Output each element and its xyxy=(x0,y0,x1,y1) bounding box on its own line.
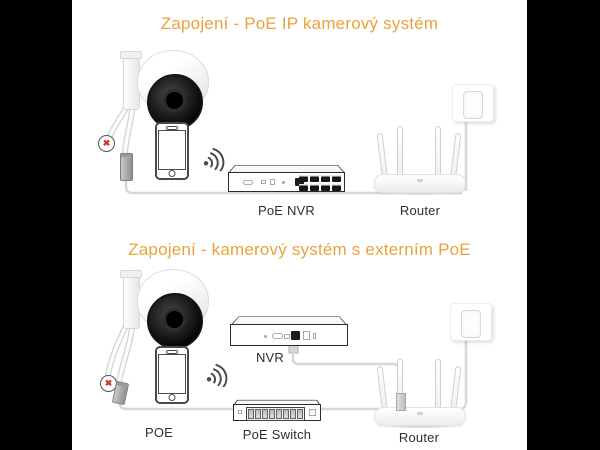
poe-nvr-device xyxy=(228,160,345,192)
external-poe-system-section: Zapojení - kamerový systém s externím Po… xyxy=(72,225,527,450)
poe-ip-system-section: Zapojení - PoE IP kamerový systém ✖ xyxy=(72,0,527,225)
wifi-signal-icon xyxy=(206,363,228,387)
poe-port-block xyxy=(299,175,341,191)
switch-port xyxy=(283,409,289,419)
no-power-icon: ✖ xyxy=(98,135,115,152)
router-antenna xyxy=(376,365,388,412)
ptz-camera-icon xyxy=(113,269,213,361)
diagram-content: Zapojení - PoE IP kamerový systém ✖ xyxy=(72,0,527,450)
camera-bracket xyxy=(120,51,142,110)
router-lan-connector xyxy=(396,393,406,411)
vga-port-icon xyxy=(272,333,283,339)
nvr-front-panel xyxy=(230,324,348,346)
smartphone-icon xyxy=(155,346,189,404)
router-antenna xyxy=(435,359,441,411)
router-antenna xyxy=(376,132,388,179)
router-led xyxy=(417,179,423,182)
ptz-camera-icon xyxy=(113,50,213,142)
router-label: Router xyxy=(399,203,441,218)
nvr-front-panel xyxy=(228,172,345,192)
outlet-socket xyxy=(461,310,481,338)
router-antenna xyxy=(450,132,462,179)
phone-screen xyxy=(158,130,186,170)
switch-port xyxy=(290,409,296,419)
phone-speaker xyxy=(166,126,178,130)
vga-port-icon xyxy=(243,180,253,185)
section-title: Zapojení - kamerový systém s externím Po… xyxy=(128,240,471,259)
rj45-port xyxy=(299,175,308,182)
switch-port-block xyxy=(246,407,305,421)
power-port-icon xyxy=(313,333,316,339)
router-antenna xyxy=(450,365,462,412)
phone-home-button xyxy=(168,393,176,401)
switch-port xyxy=(297,409,303,419)
usb-port-icon xyxy=(284,334,290,339)
outlet-socket xyxy=(463,91,483,119)
phone-screen xyxy=(158,354,186,394)
section-title: Zapojení - PoE IP kamerový systém xyxy=(160,14,439,33)
router-antenna xyxy=(435,126,441,178)
rj45-port xyxy=(310,184,319,191)
led-indicator xyxy=(238,410,242,414)
rj45-plug-icon xyxy=(120,153,133,181)
led-indicator xyxy=(282,181,285,184)
router-label: Router xyxy=(398,430,440,445)
wall-outlet xyxy=(452,84,494,122)
camera-to-nvr-cable xyxy=(124,180,462,195)
poe-label: POE xyxy=(144,425,174,440)
switch-port xyxy=(269,409,275,419)
switch-port xyxy=(276,409,282,419)
router-led xyxy=(417,412,423,415)
phone-home-button xyxy=(168,169,176,177)
usb-port-icon xyxy=(261,180,266,184)
usb-port-icon xyxy=(303,331,310,340)
switch-port xyxy=(255,409,261,419)
uplink-port xyxy=(295,178,304,186)
nvr-device xyxy=(230,310,348,346)
lan-port xyxy=(291,331,300,340)
router-body xyxy=(374,407,466,426)
router-body xyxy=(374,174,466,193)
rj45-port xyxy=(332,184,341,191)
wall-outlet xyxy=(450,303,492,341)
router-device xyxy=(374,357,466,433)
usb-port-icon xyxy=(270,179,275,185)
poe-switch-device xyxy=(233,396,321,421)
switch-port xyxy=(262,409,268,419)
router-device xyxy=(374,124,466,200)
wifi-signal-icon xyxy=(203,147,225,171)
switch-front-panel xyxy=(233,404,321,421)
smartphone-icon xyxy=(155,122,189,180)
uplink-port xyxy=(309,409,316,416)
nvr-label: NVR xyxy=(255,350,285,365)
rj45-port xyxy=(299,184,308,191)
cable-lines-svg xyxy=(106,97,468,195)
phone-speaker xyxy=(166,350,178,354)
router-antenna xyxy=(397,126,403,178)
rj45-port xyxy=(332,175,341,182)
poe-switch-label: PoE Switch xyxy=(242,427,312,442)
rj45-port xyxy=(321,184,330,191)
poe-nvr-label: PoE NVR xyxy=(257,203,316,218)
switch-port xyxy=(248,409,254,419)
led-indicator xyxy=(264,335,267,338)
rj45-port xyxy=(321,175,330,182)
rj45-port xyxy=(310,175,319,182)
camera-lens-icon xyxy=(147,293,203,349)
